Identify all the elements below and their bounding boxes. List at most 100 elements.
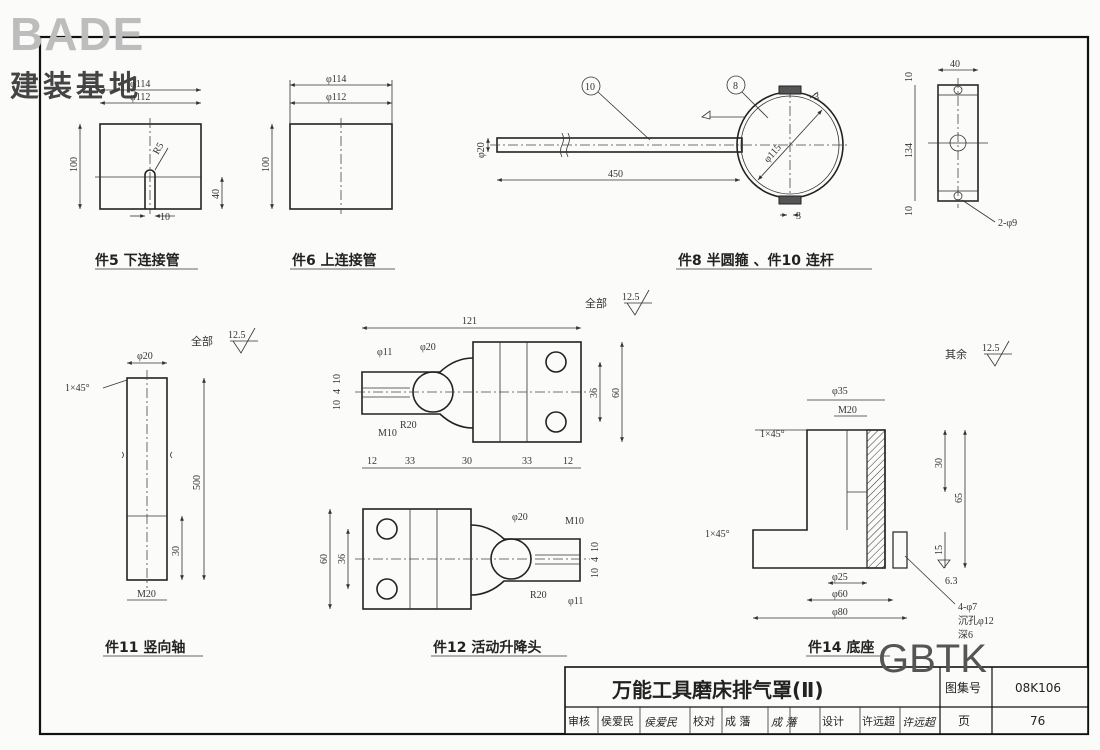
dim-text: 134: [904, 143, 915, 158]
part6-caption: 件6 上连接管: [292, 252, 377, 269]
roughness-value: 12.5: [982, 343, 1000, 354]
role-label: 设计: [822, 715, 844, 728]
dim-text: 60: [611, 388, 622, 398]
part12-caption: 件12 活动升降头: [433, 639, 541, 656]
dim-text: M10: [565, 516, 584, 527]
dim-text: 2-φ9: [998, 218, 1017, 229]
dim-text: M20: [838, 405, 857, 416]
part-6-upper-connector: φ114 φ112 100 件6 上连接管: [261, 74, 395, 270]
part8-caption: 件8 半圆箍 、件10 连杆: [678, 252, 834, 269]
signature: 成 藩: [771, 716, 798, 729]
dim-text: 4: [332, 389, 343, 394]
logo-subtitle-text: 建装基地: [10, 69, 142, 103]
dim-text: 深6: [958, 629, 973, 641]
dim-text: R20: [400, 420, 417, 431]
dim-text: φ11: [377, 347, 392, 358]
dim-text: φ80: [832, 607, 848, 618]
part-11-vertical-shaft: φ20 1×45° 500 30 M20 件11 竖向轴: [65, 351, 206, 657]
balloon-8-label: 8: [733, 81, 738, 92]
dim-text: 40: [211, 189, 222, 199]
signature: 许远超: [902, 716, 937, 729]
part5-caption: 件5 下连接管: [95, 252, 180, 269]
dim-text: 65: [954, 493, 965, 503]
role-name: 成 藩: [725, 715, 751, 728]
dim-text: 10: [160, 212, 170, 223]
balloon-8: [726, 75, 746, 95]
dim-text: 12: [563, 456, 573, 467]
dim-text: 12: [367, 456, 377, 467]
dim-text: 10: [904, 206, 915, 216]
part-8-10-clamp-rod: φ115 10 8 3 φ20 450 3 40 10 134 10 2-φ9: [476, 59, 1017, 270]
part14-caption: 件14 底座: [808, 639, 874, 656]
dim-text: φ20: [420, 342, 436, 353]
roughness-symbol: [230, 327, 258, 354]
roughness-symbol: [624, 289, 652, 316]
dim-text: φ114: [326, 74, 346, 85]
dim-text: 1×45°: [65, 383, 90, 394]
dim-text: 15: [934, 545, 945, 555]
dim-text: 10: [590, 568, 601, 578]
dim-text: 10: [590, 542, 601, 552]
part5-slot: [144, 169, 156, 209]
title-block: 万能工具磨床排气罩(Ⅱ) 图集号 08K106 页 76 审核 侯爱民 侯爱民 …: [564, 666, 1089, 735]
sheet-border: [38, 35, 1090, 736]
atlas-label: 图集号: [945, 680, 981, 695]
watermark-text: GBTK: [878, 637, 987, 681]
dim-text: 100: [69, 157, 80, 172]
dim-text: 4: [590, 557, 601, 562]
dim-text: 30: [934, 458, 945, 468]
part-12-lift-head: 121 φ11 φ20 10 4 10 M10 R20 36 60 12 33 …: [319, 316, 624, 657]
balloon-10: [581, 76, 601, 96]
brand-logo: BADE 建装基地: [10, 8, 143, 103]
dim-text: φ60: [832, 589, 848, 600]
roughness-value: 12.5: [622, 292, 640, 303]
dim-text: φ112: [326, 92, 346, 103]
page-number: 76: [1030, 714, 1045, 728]
dim-text: 100: [261, 157, 272, 172]
roughness-note-p14: 其余 12.5: [945, 340, 1012, 367]
dim-text: M20: [137, 589, 156, 600]
dim-text: φ20: [476, 142, 487, 158]
dim-text: 沉孔φ12: [958, 614, 994, 627]
dim-text: M10: [378, 428, 397, 439]
dim-text: 36: [337, 554, 348, 564]
dim-text: 4-φ7: [958, 602, 977, 613]
dim-text: 121: [462, 316, 477, 327]
signature: 侯爱民: [644, 716, 678, 729]
roughness-prefix: 全部: [585, 296, 607, 310]
dim-text: φ11: [568, 596, 583, 607]
atlas-number: 08K106: [1015, 681, 1061, 695]
dim-text: φ20: [512, 512, 528, 523]
role-name: 许远超: [862, 714, 895, 728]
dim-text: 500: [192, 475, 203, 490]
dim-text: 33: [522, 456, 532, 467]
role-name: 侯爱民: [601, 714, 634, 728]
clamp-ear-top: [778, 85, 802, 95]
dim-text: φ20: [137, 351, 153, 362]
dim-text: 30: [462, 456, 472, 467]
dim-text: 10: [332, 374, 343, 384]
part11-caption: 件11 竖向轴: [105, 639, 185, 656]
dim-text: 36: [589, 388, 600, 398]
dim-text: 450: [608, 169, 623, 180]
part-14-base: φ35 M20 1×45° 1×45° 30 65 15 φ25 φ60 φ80…: [705, 386, 994, 657]
drawing-title: 万能工具磨床排气罩(Ⅱ): [611, 678, 823, 702]
lift-head-bolt-hole: [545, 351, 567, 373]
dim-text: φ25: [832, 572, 848, 583]
part-5-lower-connector: φ114 φ112 100 R5 40 10 件5 下连接管: [69, 79, 224, 270]
dim-text: 6.3: [945, 576, 958, 587]
dim-text: φ115: [762, 142, 784, 165]
roughness-prefix: 全部: [191, 334, 213, 348]
dim-text: 3: [814, 92, 819, 103]
dim-text: R5: [151, 141, 166, 157]
role-label: 审核: [568, 714, 590, 728]
part5-outline: [99, 123, 202, 210]
page-label: 页: [958, 714, 970, 728]
dim-text: 1×45°: [760, 429, 785, 440]
dim-text: 40: [950, 59, 960, 70]
dim-text: R20: [530, 590, 547, 601]
dim-text: 33: [405, 456, 415, 467]
dim-text: 30: [171, 546, 182, 556]
dim-text: φ112: [130, 92, 150, 103]
